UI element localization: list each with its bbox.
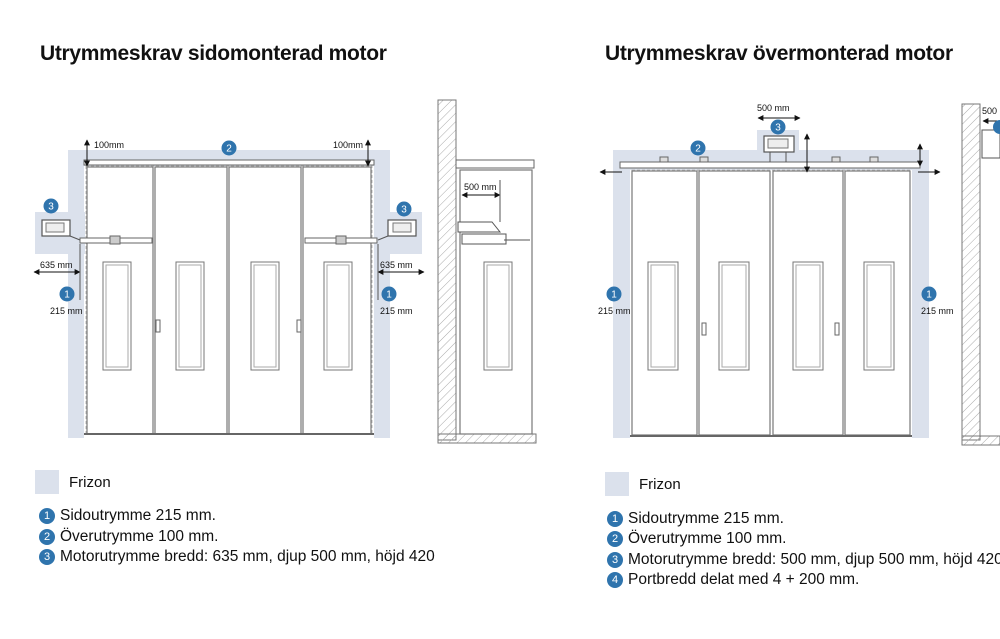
motor-right: [377, 219, 417, 241]
badge-circle: [606, 286, 622, 302]
free-zone-swatch: [35, 470, 59, 494]
badge-overhead: 2: [695, 144, 701, 155]
door-window: [102, 261, 132, 371]
door-handle: [155, 319, 161, 333]
right-free-zone-right: [912, 150, 929, 438]
right-door-panels: [630, 170, 912, 437]
badge-circle: [921, 286, 937, 302]
door-handle: [701, 322, 707, 336]
dim-depth-cut: 500: [982, 106, 997, 116]
dim-top-right: 100mm: [333, 140, 363, 150]
left-top-rail: [83, 159, 375, 166]
badge-side-right: 1: [926, 290, 932, 301]
legend-label: Frizon: [69, 473, 111, 491]
left-item-3: 3 Motorutrymme bredd: 635 mm, djup 500 m…: [39, 548, 435, 566]
badge-circle: [396, 201, 412, 217]
door-window: [647, 261, 679, 371]
item-number-badge: 3: [39, 549, 55, 565]
right-top-rail: [619, 161, 921, 169]
badge-overhead: 2: [226, 144, 232, 155]
left-diagram-title: Utrymmeskrav sidomonterad motor: [40, 42, 387, 65]
left-item-2: 2 Överutrymme 100 mm.: [39, 528, 218, 546]
badge-motor: 3: [775, 123, 781, 134]
item-text: Motorutrymme bredd: 635 mm, djup 500 mm,…: [60, 548, 435, 565]
badge-circle: [381, 286, 397, 302]
right-side-section: 500: [961, 103, 1000, 446]
left-side-section: 500 mm: [437, 99, 537, 444]
motor-left: [41, 219, 81, 241]
right-diagram-title: Utrymmeskrav övermonterad motor: [605, 42, 953, 65]
door-window: [863, 261, 895, 371]
left-item-1: 1 Sidoutrymme 215 mm.: [39, 507, 216, 525]
right-legend: Frizon: [605, 472, 681, 496]
dim-side-width-left: 215 mm: [50, 306, 83, 316]
free-zone-swatch: [605, 472, 629, 496]
dim-top-left: 100mm: [94, 140, 124, 150]
door-window: [792, 261, 824, 371]
badge-circle: [43, 198, 59, 214]
badge-circle: [221, 140, 237, 156]
badge-side-left: 1: [64, 290, 70, 301]
badge-circle: [690, 140, 706, 156]
legend-label: Frizon: [639, 475, 681, 493]
door-window: [250, 261, 280, 371]
door-handle: [834, 322, 840, 336]
dim-side-width-right: 215 mm: [921, 306, 954, 316]
left-front-view: 100mm 100mm 635 mm 635 mm 215 mm 215 mm …: [33, 139, 425, 438]
badge-motor-left: 3: [48, 202, 54, 213]
dim-side-right: 635 mm: [380, 260, 413, 270]
item-text: Överutrymme 100 mm.: [60, 528, 219, 545]
item-text: Sidoutrymme 215 mm.: [60, 507, 216, 524]
badge-motor-right: 3: [401, 205, 407, 216]
door-handle: [296, 319, 302, 333]
badge-circle: [59, 286, 75, 302]
right-front-view: 500 mm 215 mm 215 mm 2 3 1 1: [598, 103, 954, 438]
item-number-badge: 1: [39, 508, 55, 524]
badge-side-right: 1: [386, 290, 392, 301]
door-window: [718, 261, 750, 371]
badge-circle: [770, 119, 786, 135]
door-window: [323, 261, 353, 371]
left-door-panels: [84, 166, 374, 435]
dim-side-width-left: 215 mm: [598, 306, 631, 316]
dim-side-left: 635 mm: [40, 260, 73, 270]
overhead-motor: [763, 135, 795, 162]
door-window: [175, 261, 205, 371]
dim-motor-width: 500 mm: [757, 103, 790, 113]
left-legend: Frizon: [35, 470, 111, 494]
dim-depth: 500 mm: [464, 182, 497, 192]
dim-side-width-right: 215 mm: [380, 306, 413, 316]
item-number-badge: 2: [39, 529, 55, 545]
badge-side-left: 1: [611, 290, 617, 301]
